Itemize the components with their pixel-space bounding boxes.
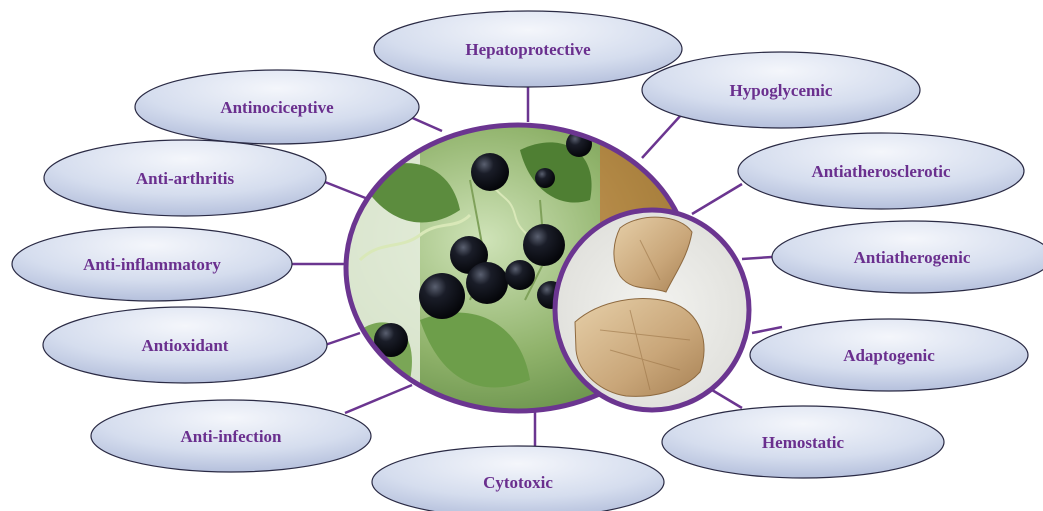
node-anti-inflammatory: Anti-inflammatory (12, 227, 292, 301)
node-adaptogenic: Adaptogenic (750, 319, 1028, 391)
node-label: Hepatoprotective (465, 40, 591, 59)
node-antinociceptive: Antinociceptive (135, 70, 419, 144)
node-label: Antinociceptive (220, 98, 334, 117)
node-label: Hypoglycemic (730, 81, 833, 100)
node-label: Anti-infection (180, 427, 282, 446)
connector-hemostatic (712, 390, 742, 408)
node-antioxidant: Antioxidant (43, 307, 327, 383)
node-label: Antiatherosclerotic (811, 162, 951, 181)
connector-antiatherosclerotic (692, 184, 742, 214)
node-cytotoxic: Cytotoxic (372, 446, 664, 511)
node-hemostatic: Hemostatic (662, 406, 944, 478)
node-label: Anti-arthritis (136, 169, 235, 188)
node-label: Antioxidant (142, 336, 229, 355)
connector-antioxidant (325, 333, 360, 345)
node-hypoglycemic: Hypoglycemic (642, 52, 920, 128)
node-antiatherosclerotic: Antiatherosclerotic (738, 133, 1024, 209)
connector-hypoglycemic (642, 114, 682, 158)
connector-antiatherogenic (742, 257, 772, 259)
node-anti-arthritis: Anti-arthritis (44, 140, 326, 216)
node-anti-infection: Anti-infection (91, 400, 371, 472)
node-label: Adaptogenic (843, 346, 935, 365)
connector-anti-arthritis (325, 182, 368, 199)
node-hepatoprotective: Hepatoprotective (374, 11, 682, 87)
node-antiatherogenic: Antiatherogenic (772, 221, 1043, 293)
connector-anti-infection (345, 385, 412, 413)
connector-adaptogenic (752, 327, 782, 333)
node-label: Hemostatic (762, 433, 845, 452)
node-label: Anti-inflammatory (83, 255, 221, 274)
node-label: Antiatherogenic (854, 248, 971, 267)
node-label: Cytotoxic (483, 473, 553, 492)
